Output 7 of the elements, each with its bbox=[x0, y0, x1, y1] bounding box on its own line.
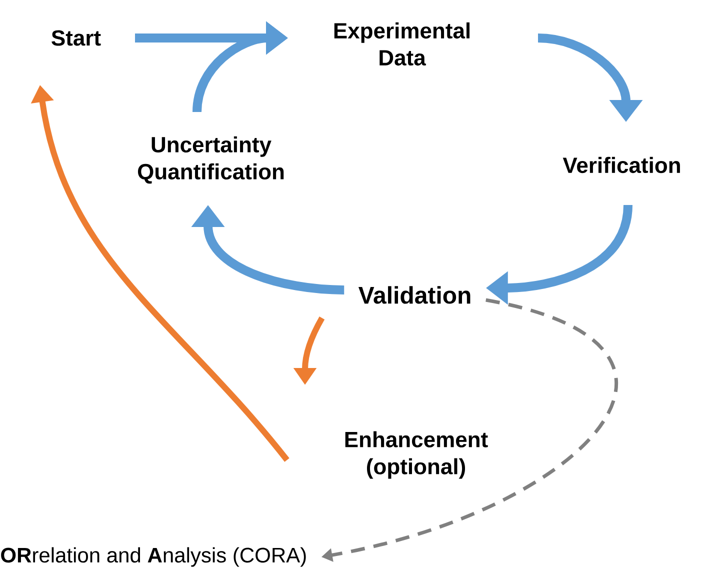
step-label: Validation bbox=[358, 286, 470, 304]
step-label: Experimental Data bbox=[334, 22, 470, 66]
step-label: Enhancement (optional) bbox=[345, 431, 488, 479]
step-label: Uncertainty Quantification bbox=[138, 136, 284, 184]
step-label: Start bbox=[52, 30, 101, 46]
step-label: Verification bbox=[562, 156, 680, 174]
footnote-text: ORrelation and Analysis (CORA) bbox=[1, 547, 306, 567]
